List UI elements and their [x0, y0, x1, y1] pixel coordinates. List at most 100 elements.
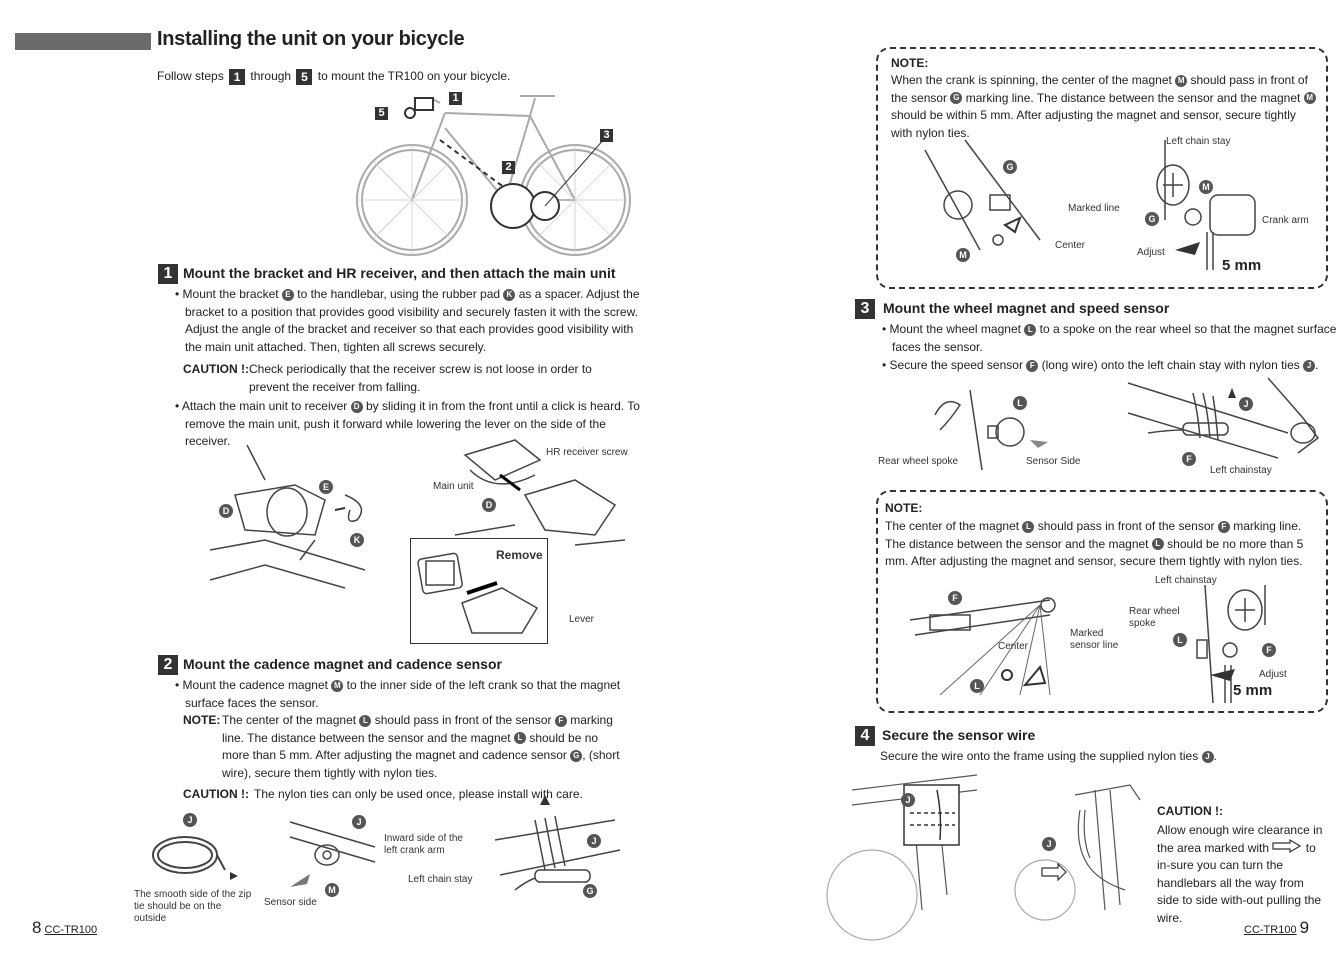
- step-4-number: 4: [855, 726, 875, 746]
- label-marked-line: Marked line: [1068, 203, 1120, 214]
- label-j-3: J: [587, 834, 601, 848]
- note-2-label-f-2: F: [1262, 643, 1276, 657]
- text: to the handlebar, using the rubber pad: [293, 287, 504, 301]
- step-2-caution-label: CAUTION !:: [183, 787, 249, 801]
- text: .: [1213, 749, 1217, 763]
- part-ref-g: G: [570, 749, 583, 762]
- label-5mm-2: 5 mm: [1233, 682, 1273, 699]
- note-2-label-l-1: L: [970, 679, 984, 693]
- label-m: M: [325, 883, 339, 897]
- label-smooth-side: The smooth side of the zip tie should be…: [134, 889, 252, 924]
- text: should be no more than 5 mm. After adjus…: [222, 730, 599, 763]
- overview-label-3: 3: [600, 129, 613, 142]
- part-ref-l: L: [1024, 323, 1037, 336]
- step-2-note-label: NOTE:: [183, 713, 221, 727]
- text: should be no more than 5 mm. After adjus…: [885, 536, 1304, 569]
- spoke-sensor-illustration: [909, 597, 1056, 696]
- note-1-label: NOTE:: [891, 56, 929, 70]
- label-sensor-side: Sensor side: [264, 897, 317, 908]
- cadence-magnet-illustration: [289, 821, 376, 887]
- label-left-chainstay-2: Left chainstay: [1155, 575, 1217, 586]
- step-1-title: Mount the bracket and HR receiver, and t…: [183, 265, 616, 281]
- note-2-label: NOTE:: [885, 501, 923, 515]
- left-footer: 8 CC-TR100: [32, 918, 97, 938]
- intro-c: to mount the TR100 on your bicycle.: [317, 69, 511, 84]
- text: to the inner side of the left crank so t…: [185, 678, 621, 710]
- label-rear-wheel-spoke: Rear wheel spoke: [878, 456, 959, 467]
- text: by sliding it in from the front until a …: [185, 399, 640, 448]
- handlebar-wire-illustration: [1014, 784, 1141, 921]
- step-1-caution-label: CAUTION !:: [183, 362, 249, 376]
- part-ref-m: M: [1175, 74, 1188, 87]
- step-3-label-j: J: [1239, 397, 1253, 411]
- sensor-wire-frame-illustration: [826, 774, 978, 941]
- part-ref-e: E: [281, 288, 294, 301]
- step-ref-1: 1: [229, 69, 246, 85]
- part-ref-f: F: [554, 714, 567, 727]
- part-ref-l: L: [513, 732, 526, 745]
- note-box-2: [876, 490, 1328, 713]
- note-2-text: The center of the magnet L should pass i…: [885, 518, 1317, 571]
- text: The center of the magnet: [222, 713, 360, 727]
- label-center: Center: [1055, 240, 1086, 251]
- outline-arrow-icon: [1272, 838, 1302, 858]
- part-ref-f: F: [1026, 359, 1039, 372]
- part-ref-m: M: [1303, 92, 1316, 105]
- label-j-2: J: [352, 815, 366, 829]
- bicycle-overview-illustration: [356, 95, 631, 256]
- model-name-2: CC-TR100: [1244, 924, 1297, 936]
- text: • Secure the speed sensor: [882, 358, 1027, 372]
- text: as a spacer. Adjust the bracket to a pos…: [185, 287, 640, 354]
- title-bar-decoration: [15, 33, 151, 50]
- remove-inset-frame: [410, 538, 548, 644]
- right-footer: CC-TR100 9: [1244, 918, 1309, 938]
- label-d-2: D: [482, 498, 496, 512]
- text: should pass in front of the sensor: [891, 73, 1308, 105]
- label-rear-wheel-spoke-2: Rear wheel spoke: [1129, 606, 1180, 629]
- text: (long wire) onto the left chain stay wit…: [1038, 358, 1304, 372]
- step-2-number: 2: [158, 655, 178, 675]
- label-adjust-2: Adjust: [1259, 669, 1287, 680]
- model-name: CC-TR100: [44, 924, 98, 936]
- note-2-label-l-2: L: [1173, 633, 1187, 647]
- page-number-9: 9: [1299, 918, 1310, 937]
- label-marked-sensor-line: Marked sensor line: [1070, 628, 1119, 651]
- bracket-illustration: [209, 444, 366, 589]
- text: , (short wire), secure them tightly with…: [222, 748, 620, 780]
- part-ref-g: G: [950, 92, 963, 105]
- step-3-paragraph-1: • Mount the wheel magnet L to a spoke on…: [880, 321, 1340, 356]
- text: should be within 5 mm. After adjusting t…: [891, 108, 1296, 140]
- label-k: K: [350, 533, 364, 547]
- label-left-chain-stay: Left chain stay: [408, 874, 473, 885]
- label-adjust: Adjust: [1137, 247, 1165, 258]
- label-lever: Lever: [569, 614, 595, 625]
- step-4-paragraph: Secure the wire onto the frame using the…: [880, 748, 1217, 766]
- text: • Mount the cadence magnet: [175, 678, 332, 692]
- part-ref-d: D: [350, 400, 363, 413]
- step-3-number: 3: [855, 299, 875, 319]
- overview-label-2: 2: [502, 161, 515, 174]
- label-left-chainstay: Left chainstay: [1210, 465, 1272, 476]
- part-ref-j: J: [1303, 359, 1316, 372]
- text: should pass in front of the sensor: [371, 713, 555, 727]
- overview-label-1: 1: [449, 92, 462, 105]
- speed-sensor-illustration: [1127, 377, 1320, 459]
- crank-sensor-illustration: [924, 139, 1041, 251]
- text: Secure the wire onto the frame using the…: [880, 749, 1202, 763]
- step-1-number: 1: [158, 264, 178, 284]
- text: • Mount the bracket: [175, 287, 282, 301]
- part-ref-l: L: [1151, 538, 1164, 551]
- step-3-title: Mount the wheel magnet and speed sensor: [883, 300, 1170, 316]
- label-remove: Remove: [496, 548, 543, 562]
- caution-b: to in-sure you can turn the handlebars a…: [1157, 840, 1322, 925]
- intro-b: through: [250, 69, 292, 84]
- cadence-sensor-illustration: [494, 795, 621, 891]
- step-4-label-j-2: J: [1042, 837, 1056, 851]
- intro-a: Follow steps: [157, 69, 224, 84]
- label-inward-side: Inward side of the left crank arm: [384, 833, 463, 856]
- label-hr-receiver-screw: HR receiver screw: [546, 447, 628, 458]
- note-1-label-g-1: G: [1003, 160, 1017, 174]
- text: to a spoke on the rear wheel so that the…: [892, 322, 1337, 354]
- page-number-8: 8: [32, 918, 42, 937]
- step-2-title: Mount the cadence magnet and cadence sen…: [183, 656, 502, 672]
